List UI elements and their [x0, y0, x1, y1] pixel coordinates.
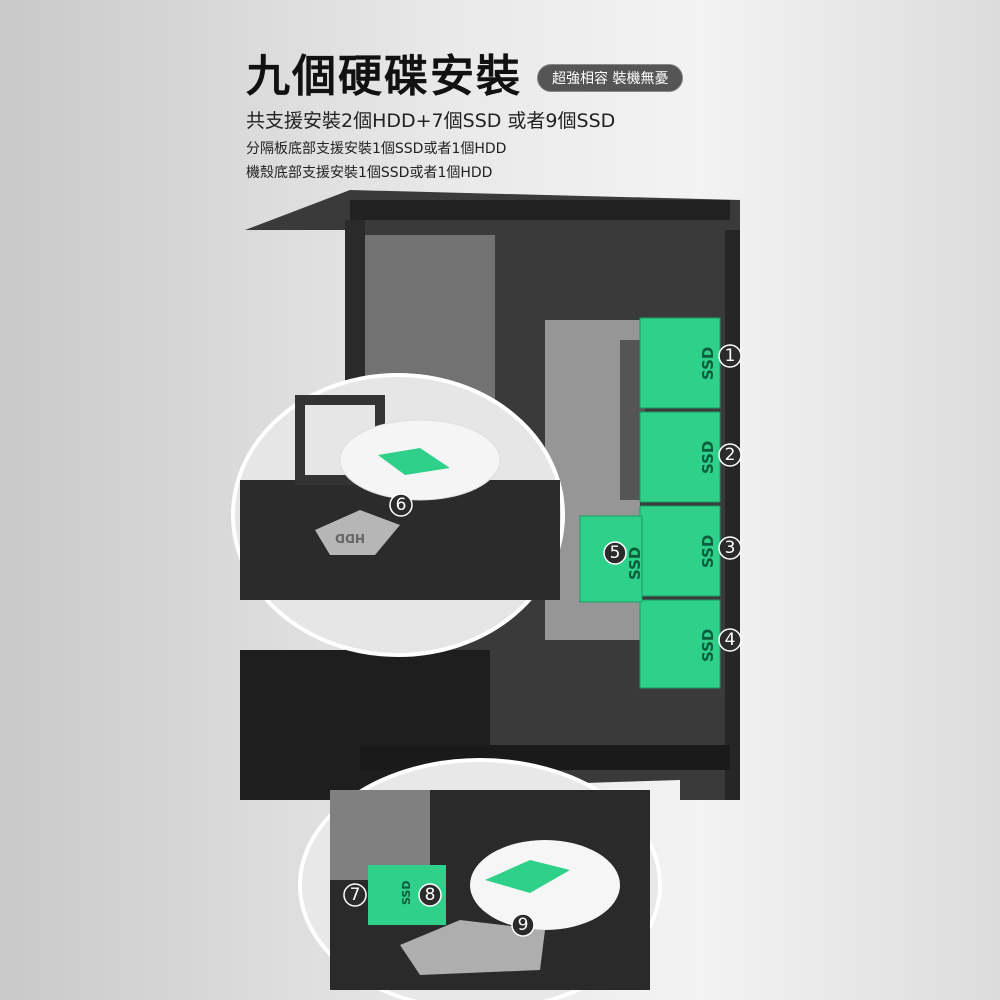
- slot-markers: 1 2 3 4 5 6 7 8 9: [343, 344, 742, 937]
- svg-text:3: 3: [725, 538, 736, 558]
- svg-text:9: 9: [518, 915, 529, 935]
- feature-badge: 超強相容 裝機無憂: [537, 64, 684, 92]
- slot-marker-4: 4: [718, 628, 742, 652]
- ssd-label-3: SSD: [699, 535, 717, 568]
- slot-marker-6: 6: [389, 493, 413, 517]
- svg-text:5: 5: [610, 543, 621, 563]
- ssd-tray-4: [639, 599, 721, 689]
- svg-text:7: 7: [350, 885, 361, 905]
- ssd-label-4: SSD: [699, 629, 717, 662]
- svg-text:2: 2: [725, 445, 736, 465]
- slot-marker-5: 5: [603, 541, 627, 565]
- slot-marker-1: 1: [718, 344, 742, 368]
- ssd-drive-6: [378, 448, 450, 475]
- zoom-bubble-bottom: [298, 758, 662, 1000]
- slot-marker-9: 9: [511, 913, 535, 937]
- ssd-label-8: SSD: [400, 881, 413, 905]
- page-title: 九個硬碟安裝: [246, 51, 522, 102]
- svg-text:4: 4: [725, 630, 736, 650]
- zoom-bubble-divider: HDD: [231, 373, 565, 657]
- svg-text:6: 6: [396, 495, 407, 515]
- hdd-label: HDD: [335, 531, 365, 545]
- slot-marker-7: 7: [343, 883, 367, 907]
- svg-text:1: 1: [725, 346, 736, 366]
- ssd-label-5: SSD: [626, 547, 644, 580]
- bottom-support-text: 機殼底部支援安裝1個SSD或者1個HDD: [246, 165, 493, 181]
- hdd-drive-6: [315, 510, 400, 555]
- slot-marker-8: 8: [418, 883, 442, 907]
- ssd-label-1: SSD: [699, 347, 717, 380]
- ssd-label-2: SSD: [699, 441, 717, 474]
- divider-support-text: 分隔板底部支援安裝1個SSD或者1個HDD: [246, 141, 507, 157]
- ssd-tray-2: [639, 411, 721, 503]
- svg-text:8: 8: [425, 885, 436, 905]
- slot-marker-3: 3: [718, 536, 742, 560]
- ssd-tray-1: [639, 317, 721, 409]
- support-summary: 共支援安裝2個HDD+7個SSD 或者9個SSD: [246, 110, 616, 132]
- slot-marker-2: 2: [718, 443, 742, 467]
- ssd-drive-9: [485, 860, 570, 893]
- hdd-drive-9: [400, 920, 545, 975]
